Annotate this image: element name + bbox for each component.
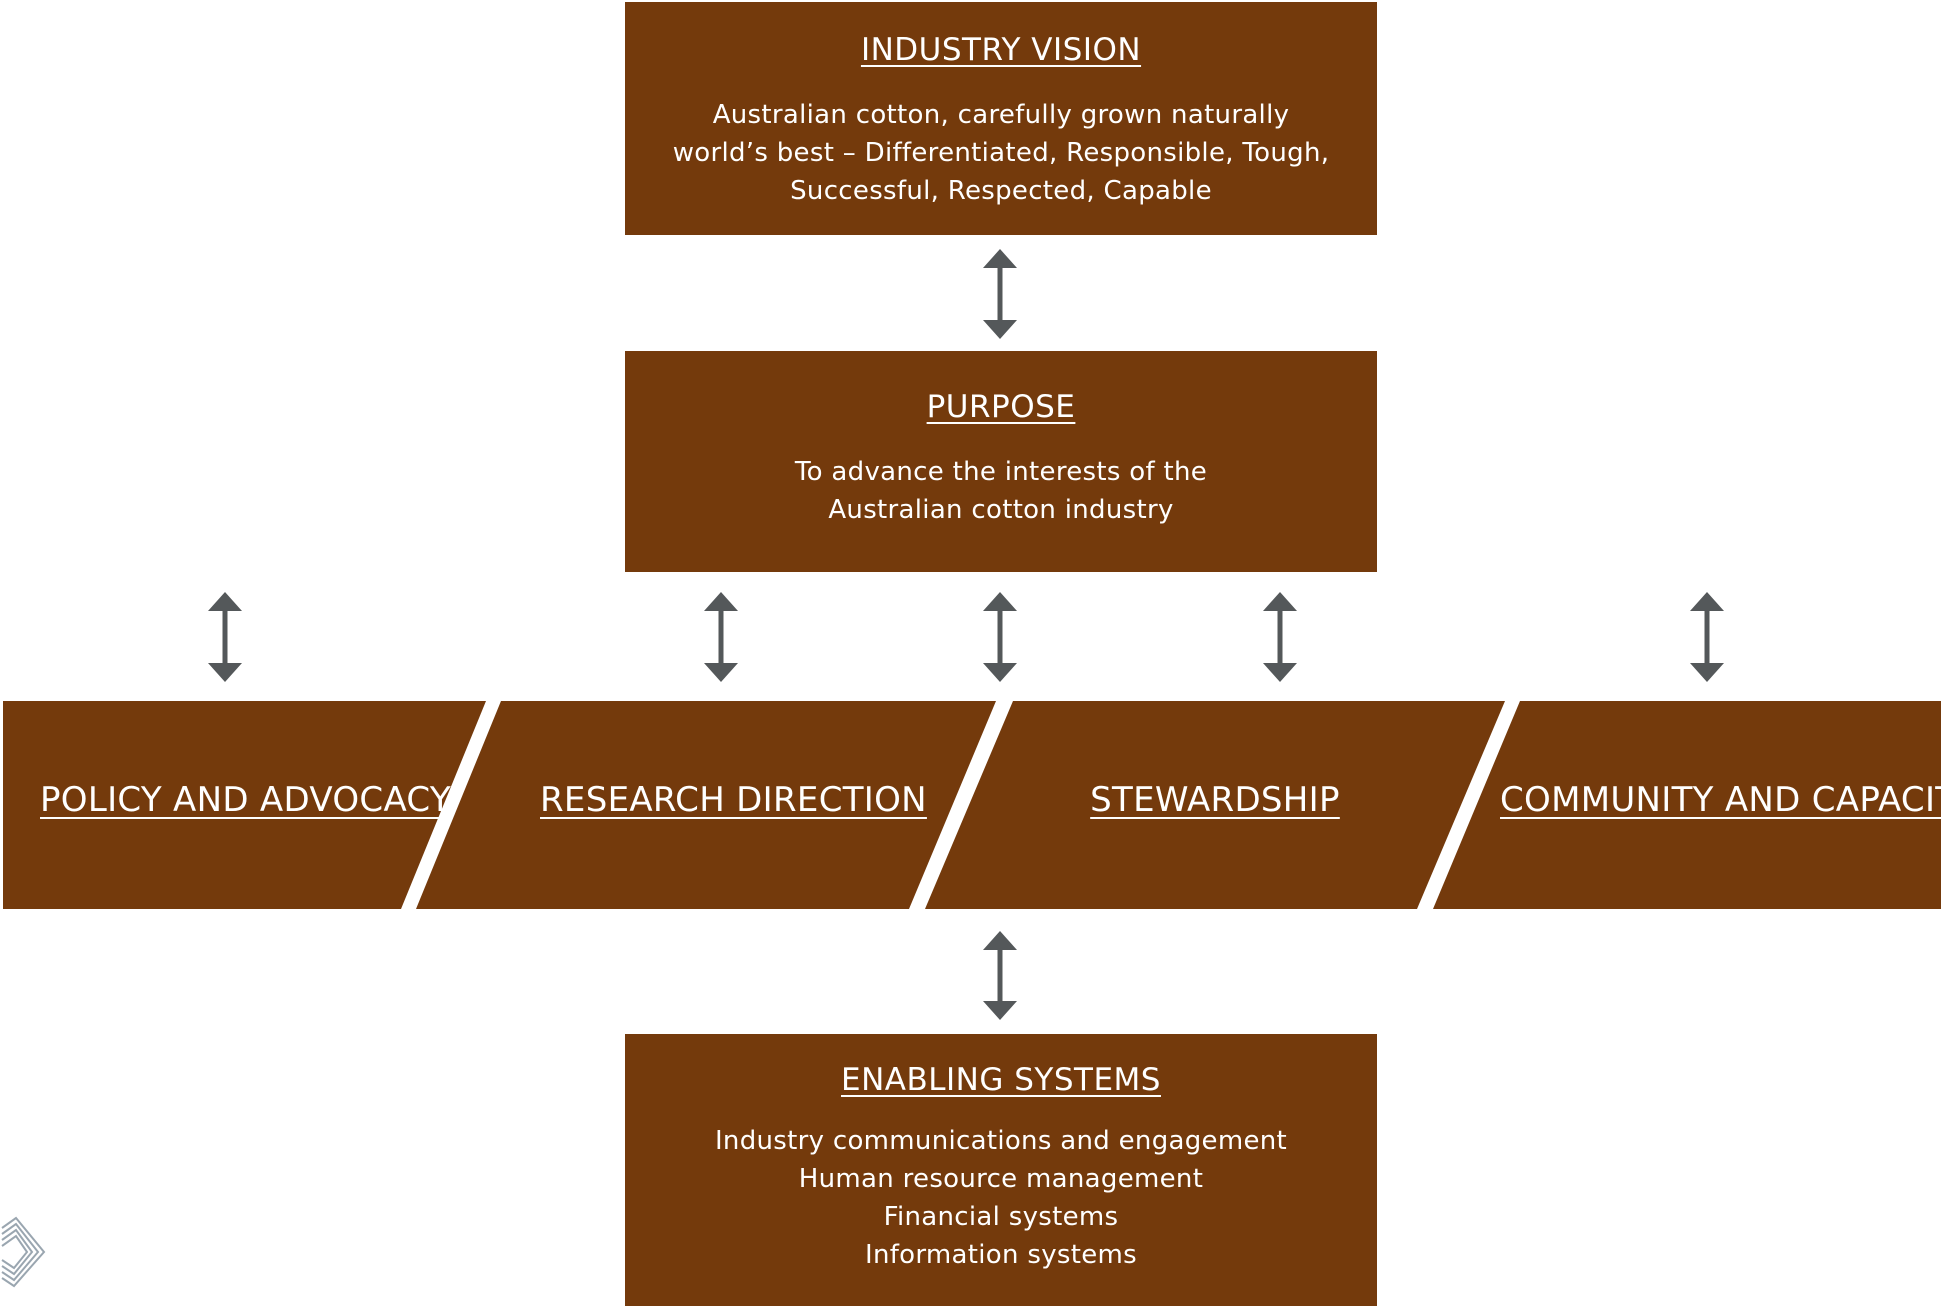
pillar-research-label: RESEARCH DIRECTION — [540, 780, 927, 820]
enabling-systems-box: ENABLING SYSTEMS Industry communications… — [625, 1034, 1377, 1306]
industry-vision-line: Successful, Respected, Capable — [790, 176, 1212, 206]
pillar-stewardship-shape — [925, 701, 1505, 909]
arrow-purpose-center-icon — [983, 592, 1017, 682]
pillar-stewardship-label: STEWARDSHIP — [1090, 780, 1340, 820]
purpose-line: Australian cotton industry — [828, 495, 1174, 525]
arrow-vision-purpose-icon — [983, 249, 1017, 339]
pillar-policy-label: POLICY AND ADVOCACY — [40, 780, 451, 820]
industry-vision-line: Australian cotton, carefully grown natur… — [712, 100, 1290, 130]
pillar-community-shape — [1433, 701, 1941, 909]
enabling-systems-title: ENABLING SYSTEMS — [841, 1062, 1161, 1098]
enabling-systems-line: Industry communications and engagement — [714, 1126, 1288, 1156]
enabling-systems-line: Human resource management — [798, 1164, 1204, 1194]
arrow-purpose-community-icon — [1690, 592, 1724, 682]
logo-icon — [1, 1216, 46, 1288]
arrow-purpose-stewardship-icon — [1263, 592, 1297, 682]
pillar-policy-shape — [3, 701, 486, 909]
arrow-purpose-research-icon — [704, 592, 738, 682]
purpose-box: PURPOSE To advance the interests of the … — [625, 351, 1377, 572]
purpose-line: To advance the interests of the — [794, 457, 1208, 487]
industry-vision-title: INDUSTRY VISION — [860, 32, 1142, 68]
arrow-purpose-policy-icon — [208, 592, 242, 682]
pillar-community-label: COMMUNITY AND CAPACITY — [1500, 780, 1941, 820]
industry-vision-line: world’s best – Differentiated, Responsib… — [672, 138, 1330, 168]
arrow-pillars-enabling-icon — [983, 931, 1017, 1020]
enabling-systems-line: Information systems — [864, 1240, 1137, 1270]
pillar-research-shape — [416, 701, 996, 909]
enabling-systems-line: Financial systems — [883, 1202, 1119, 1232]
purpose-title: PURPOSE — [926, 389, 1076, 425]
industry-vision-box: INDUSTRY VISION Australian cotton, caref… — [625, 2, 1377, 235]
